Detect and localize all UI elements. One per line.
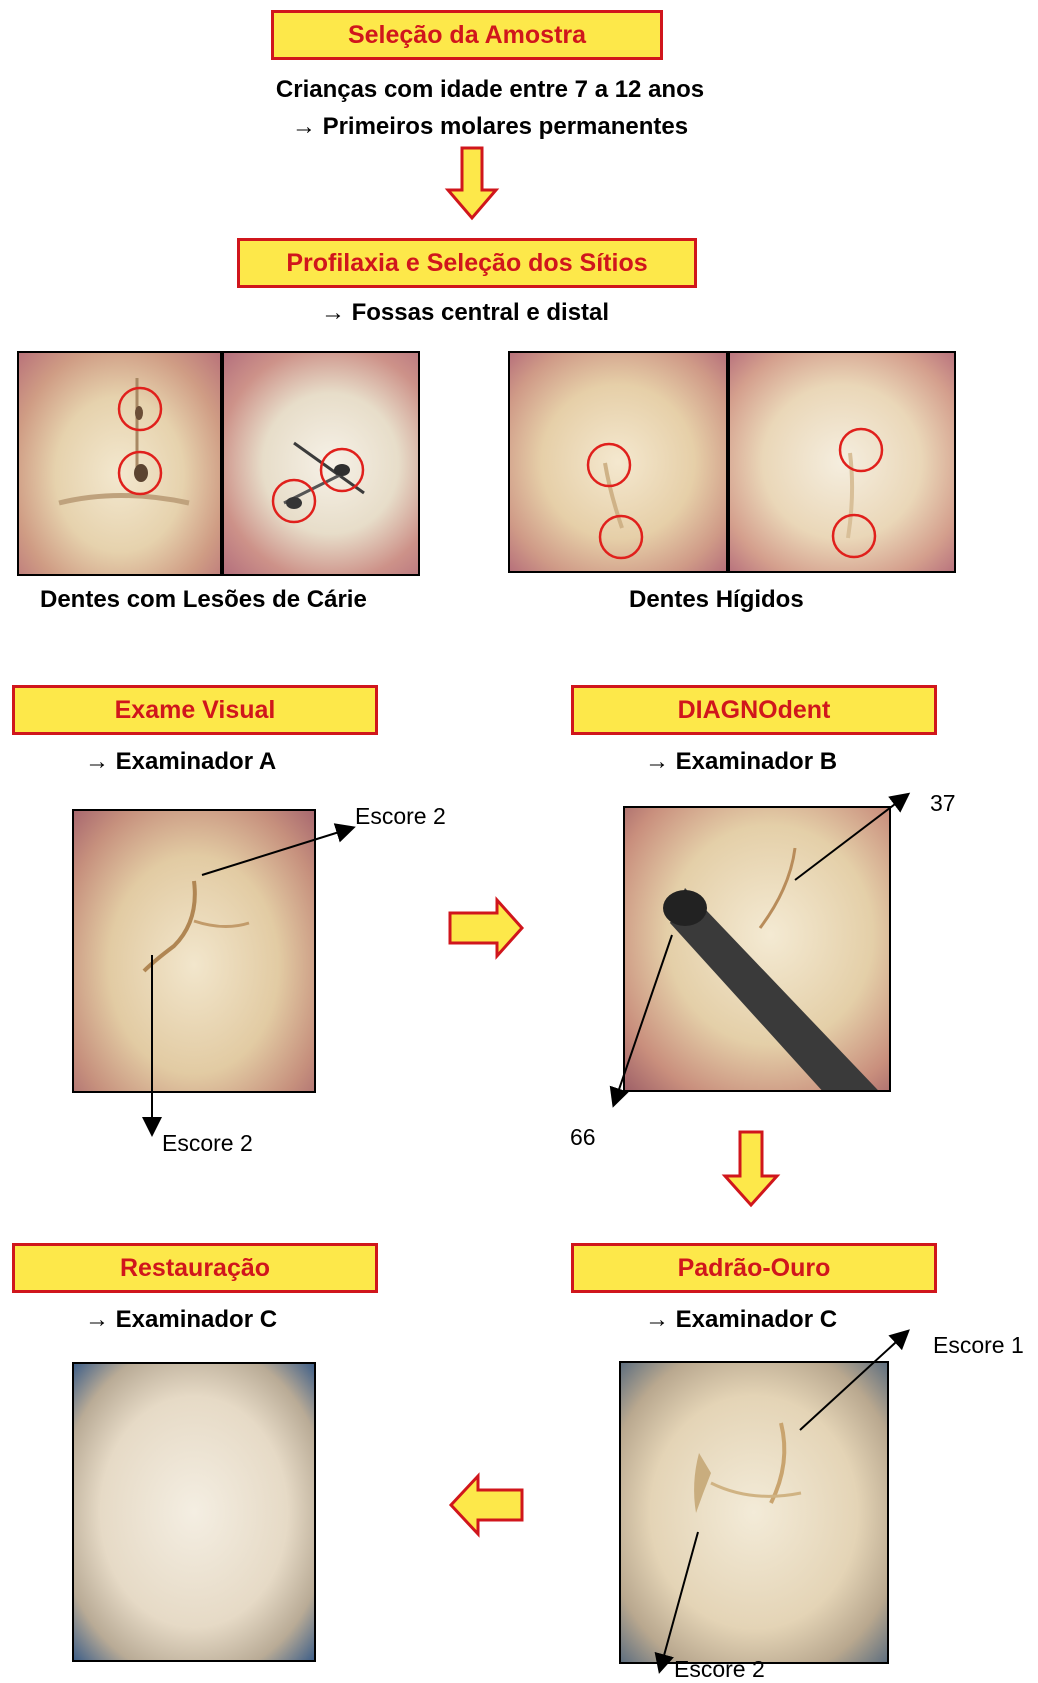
- diagnodent-pointer-bottom: [614, 935, 672, 1104]
- gold-pointer-top: [800, 1332, 907, 1430]
- left-arrow: [451, 1476, 522, 1534]
- visual-pointer-top: [202, 828, 352, 875]
- down-arrow-2: [725, 1132, 777, 1205]
- diagnodent-pointer-top: [795, 795, 907, 880]
- gold-pointer-bottom: [660, 1532, 698, 1670]
- right-arrow: [450, 900, 522, 956]
- down-arrow-1: [448, 148, 496, 218]
